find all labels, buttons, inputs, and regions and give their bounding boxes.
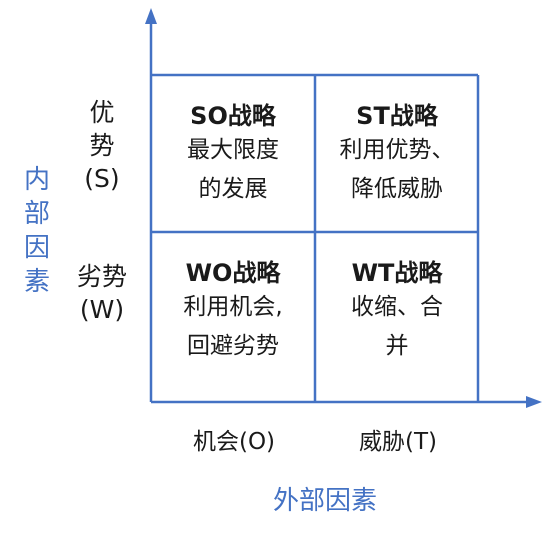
quadrant-wt-line2: 并 bbox=[385, 333, 409, 359]
quadrant-wt-line1: 收缩、合 bbox=[351, 294, 443, 320]
quadrant-wt: WT战略 收缩、合 并 bbox=[316, 258, 478, 366]
quadrant-wo: WO战略 利用机会, 回避劣势 bbox=[152, 258, 314, 366]
quadrant-st-line1: 利用优势、 bbox=[339, 137, 455, 163]
quadrant-st: ST战略 利用优势、 降低威胁 bbox=[316, 101, 478, 209]
x-axis-title: 外部因素 bbox=[272, 486, 377, 516]
quadrant-so-line2: 的发展 bbox=[198, 176, 268, 202]
y-axis-arrow bbox=[145, 8, 157, 24]
col-label-threat: 威胁(T) bbox=[359, 429, 437, 455]
quadrant-so: SO战略 最大限度 的发展 bbox=[152, 101, 314, 209]
quadrant-wo-line2: 回避劣势 bbox=[187, 333, 279, 359]
row-label-strength: 优势(S) bbox=[84, 98, 120, 193]
quadrant-wo-title: WO战略 bbox=[185, 259, 281, 287]
col-label-opportunity: 机会(O) bbox=[192, 429, 276, 455]
y-axis-title: 内部因素 bbox=[23, 165, 50, 297]
row-label-weakness: 劣势(W) bbox=[76, 262, 127, 324]
quadrant-st-line2: 降低威胁 bbox=[351, 176, 443, 202]
x-axis-arrow bbox=[526, 396, 542, 408]
quadrant-st-title: ST战略 bbox=[356, 102, 438, 130]
quadrant-so-line1: 最大限度 bbox=[187, 137, 279, 163]
quadrant-so-title: SO战略 bbox=[190, 102, 276, 130]
quadrant-wo-line1: 利用机会, bbox=[183, 294, 283, 320]
quadrant-wt-title: WT战略 bbox=[351, 259, 443, 287]
